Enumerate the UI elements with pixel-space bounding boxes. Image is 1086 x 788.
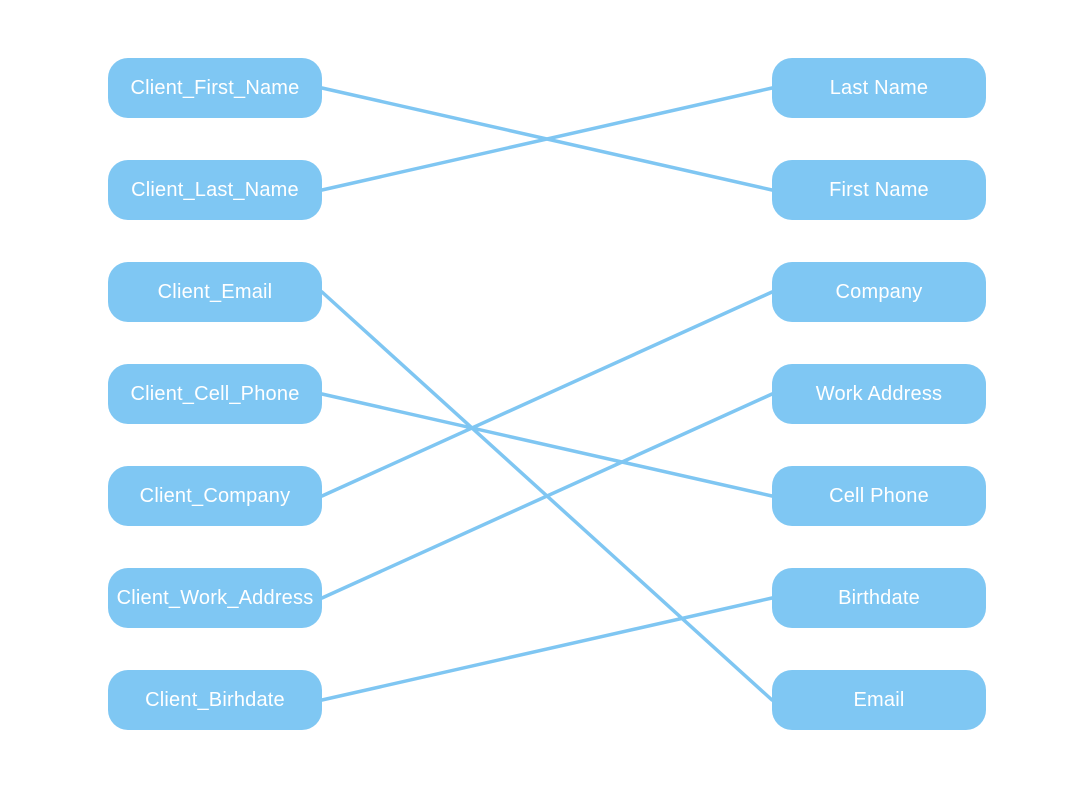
source-field-label: Client_Work_Address <box>116 586 314 609</box>
target-field-birthdate[interactable]: Birthdate <box>772 568 986 628</box>
source-field-client-last-name[interactable]: Client_Last_Name <box>108 160 322 220</box>
source-field-client-work-address[interactable]: Client_Work_Address <box>108 568 322 628</box>
source-field-label: Client_First_Name <box>130 76 300 99</box>
connector-s6-t5 <box>320 596 774 702</box>
target-field-label: First Name <box>829 178 929 201</box>
connector-s3-t4 <box>320 392 774 498</box>
source-field-client-birhdate[interactable]: Client_Birhdate <box>108 670 322 730</box>
target-field-label: Birthdate <box>838 586 920 609</box>
connector-s1-t0 <box>320 86 774 192</box>
source-field-label: Client_Birhdate <box>145 688 285 711</box>
connector-s5-t3 <box>320 392 774 600</box>
source-field-label: Client_Last_Name <box>131 178 299 201</box>
target-field-label: Email <box>853 688 905 711</box>
target-field-label: Last Name <box>829 76 929 99</box>
target-field-label: Company <box>835 280 923 303</box>
source-field-client-company[interactable]: Client_Company <box>108 466 322 526</box>
connector-s4-t2 <box>320 290 774 498</box>
target-field-email[interactable]: Email <box>772 670 986 730</box>
source-field-label: Client_Company <box>139 484 291 507</box>
target-field-first-name[interactable]: First Name <box>772 160 986 220</box>
target-field-company[interactable]: Company <box>772 262 986 322</box>
target-field-last-name[interactable]: Last Name <box>772 58 986 118</box>
source-field-client-cell-phone[interactable]: Client_Cell_Phone <box>108 364 322 424</box>
target-field-label: Work Address <box>815 382 943 405</box>
target-field-work-address[interactable]: Work Address <box>772 364 986 424</box>
source-field-label: Client_Email <box>157 280 273 303</box>
target-field-cell-phone[interactable]: Cell Phone <box>772 466 986 526</box>
target-field-label: Cell Phone <box>829 484 929 507</box>
source-field-client-email[interactable]: Client_Email <box>108 262 322 322</box>
source-field-label: Client_Cell_Phone <box>130 382 300 405</box>
source-field-client-first-name[interactable]: Client_First_Name <box>108 58 322 118</box>
